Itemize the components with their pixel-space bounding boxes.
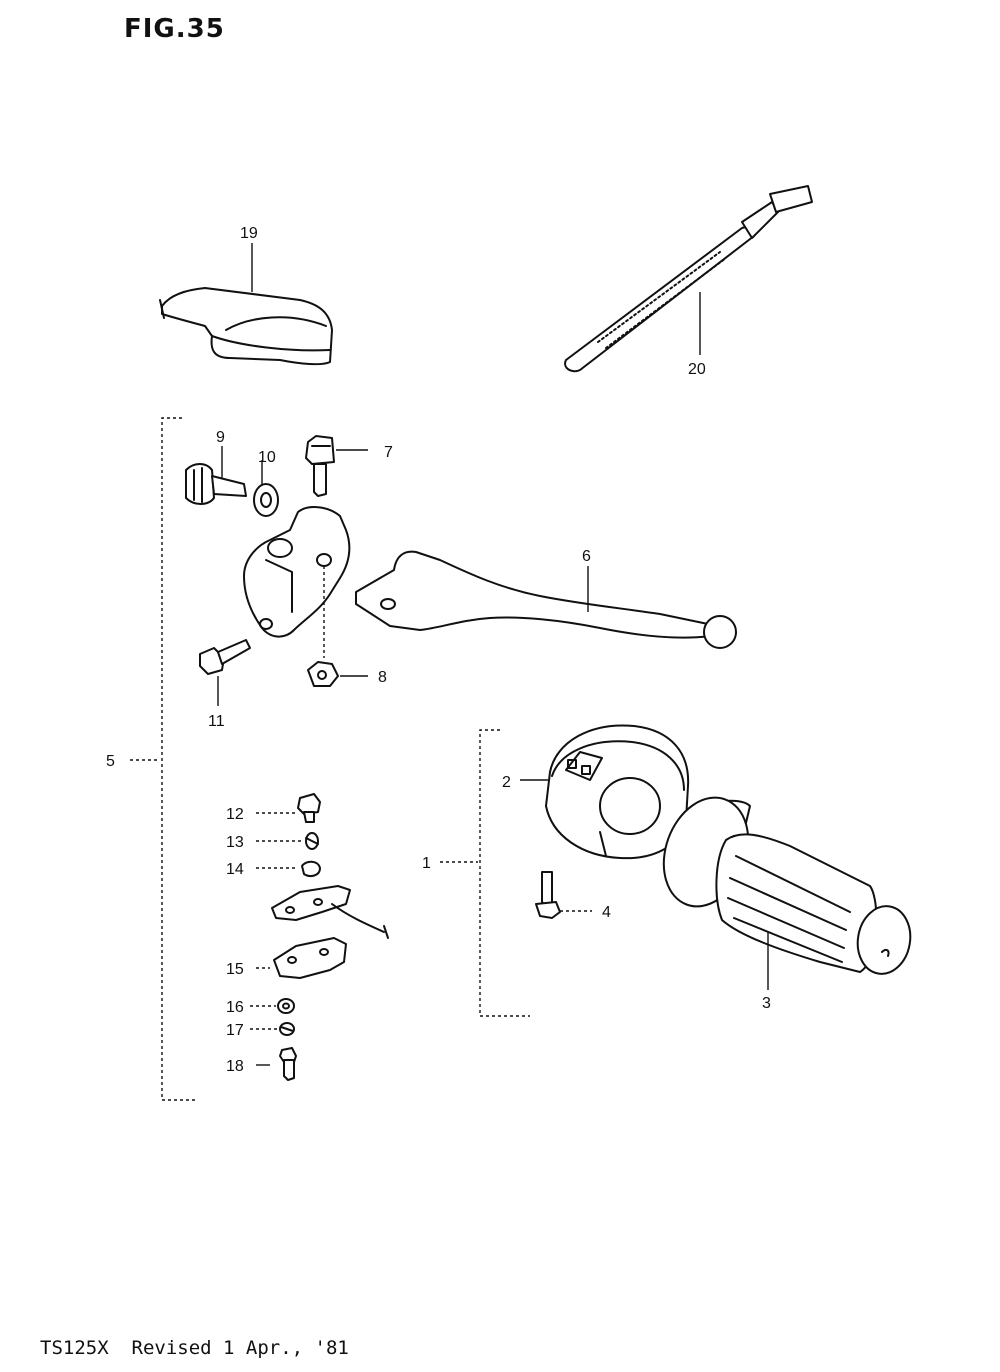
figure-title: FIG.35 [124, 14, 225, 44]
part-17-lock-washer [279, 1022, 295, 1036]
callout-15: 15 [226, 961, 244, 978]
callout-2: 2 [502, 774, 511, 791]
part-18-screw [279, 1047, 297, 1081]
bracket-5 [161, 417, 196, 1101]
callout-4: 4 [602, 904, 611, 921]
part-8-nut [307, 661, 339, 687]
callout-17: 17 [226, 1022, 244, 1039]
part-7-pivot-bolt [305, 435, 335, 497]
part-16-washer [277, 998, 295, 1014]
part-10-lock-nut [253, 483, 279, 517]
part-14-clip [301, 860, 321, 877]
footer-revision: TS125X Revised 1 Apr., '81 [40, 1337, 349, 1359]
part-3-grip [662, 796, 912, 975]
part-19-lever-cover [159, 287, 333, 366]
part-6-lever [355, 550, 737, 649]
part-lever-holder [243, 506, 351, 638]
bracket-1 [479, 729, 530, 1017]
part-12-screw [297, 793, 321, 823]
callout-16: 16 [226, 999, 244, 1016]
callout-10: 10 [258, 449, 276, 466]
callout-19: 19 [240, 225, 258, 242]
callout-6: 6 [582, 548, 591, 565]
callout-5: 5 [106, 753, 115, 770]
callout-18: 18 [226, 1058, 244, 1075]
callout-11: 11 [208, 713, 225, 730]
callout-7: 7 [384, 444, 393, 461]
part-20-strap [564, 185, 813, 373]
part-switch-plate [271, 885, 389, 939]
callout-20: 20 [688, 361, 706, 378]
callout-12: 12 [226, 806, 244, 823]
part-15-switch-cover [273, 937, 347, 979]
callout-3: 3 [762, 995, 771, 1012]
part-4-screw [535, 871, 561, 919]
callout-14: 14 [226, 861, 244, 878]
part-11-bolt [199, 639, 251, 675]
part-9-adjuster-bolt [185, 463, 247, 505]
callout-1: 1 [422, 855, 431, 872]
callout-9: 9 [216, 429, 225, 446]
part-13-spring-washer [305, 832, 319, 850]
part-2-switch-housing [545, 724, 690, 860]
callout-8: 8 [378, 669, 387, 686]
callout-13: 13 [226, 834, 244, 851]
